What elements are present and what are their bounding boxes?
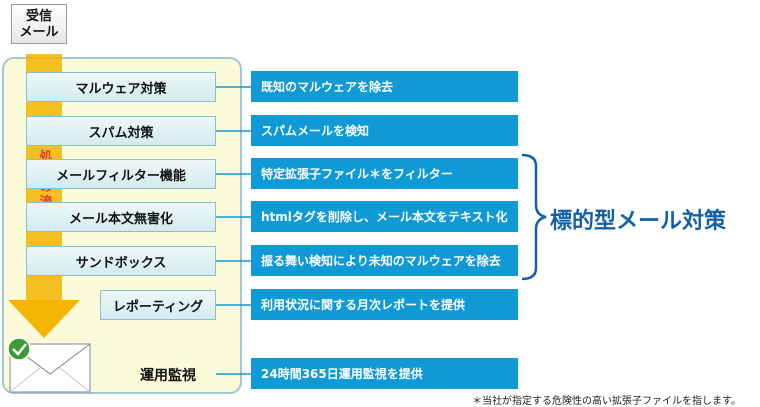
check-icon [7, 337, 31, 361]
desc-malware: 既知のマルウェアを除去 [251, 71, 518, 102]
targeted-mail-label: 標的型メール対策 [550, 209, 727, 234]
step-body-sanitize: メール本文無害化 [26, 202, 216, 232]
bracket [521, 153, 547, 281]
incoming-mail-box: 受信 メール [11, 4, 67, 44]
step-malware: マルウェア対策 [26, 72, 216, 102]
incoming-mail-line1: 受信 [25, 9, 52, 24]
incoming-mail-line2: メール [19, 25, 59, 40]
desc-monitoring: 24時間365日運用監視を提供 [251, 358, 518, 389]
desc-mail-filter: 特定拡張子ファイル＊をフィルター [251, 158, 518, 189]
step-sandbox: サンドボックス [26, 246, 216, 276]
desc-reporting: 利用状況に関する月次レポートを提供 [251, 289, 518, 320]
desc-spam: スパムメールを検知 [251, 115, 518, 146]
step-spam: スパム対策 [26, 116, 216, 146]
footnote: ＊当社が指定する危険性の高い拡張子ファイルを指します。 [472, 396, 741, 407]
step-mail-filter: メールフィルター機能 [26, 159, 216, 189]
monitoring-label: 運用監視 [140, 368, 196, 384]
step-reporting: レポーティング [100, 290, 216, 320]
desc-body-sanitize: htmlタグを削除し、メール本文をテキスト化 [251, 201, 518, 232]
desc-sandbox: 振る舞い検知により未知のマルウェアを除去 [251, 245, 518, 276]
